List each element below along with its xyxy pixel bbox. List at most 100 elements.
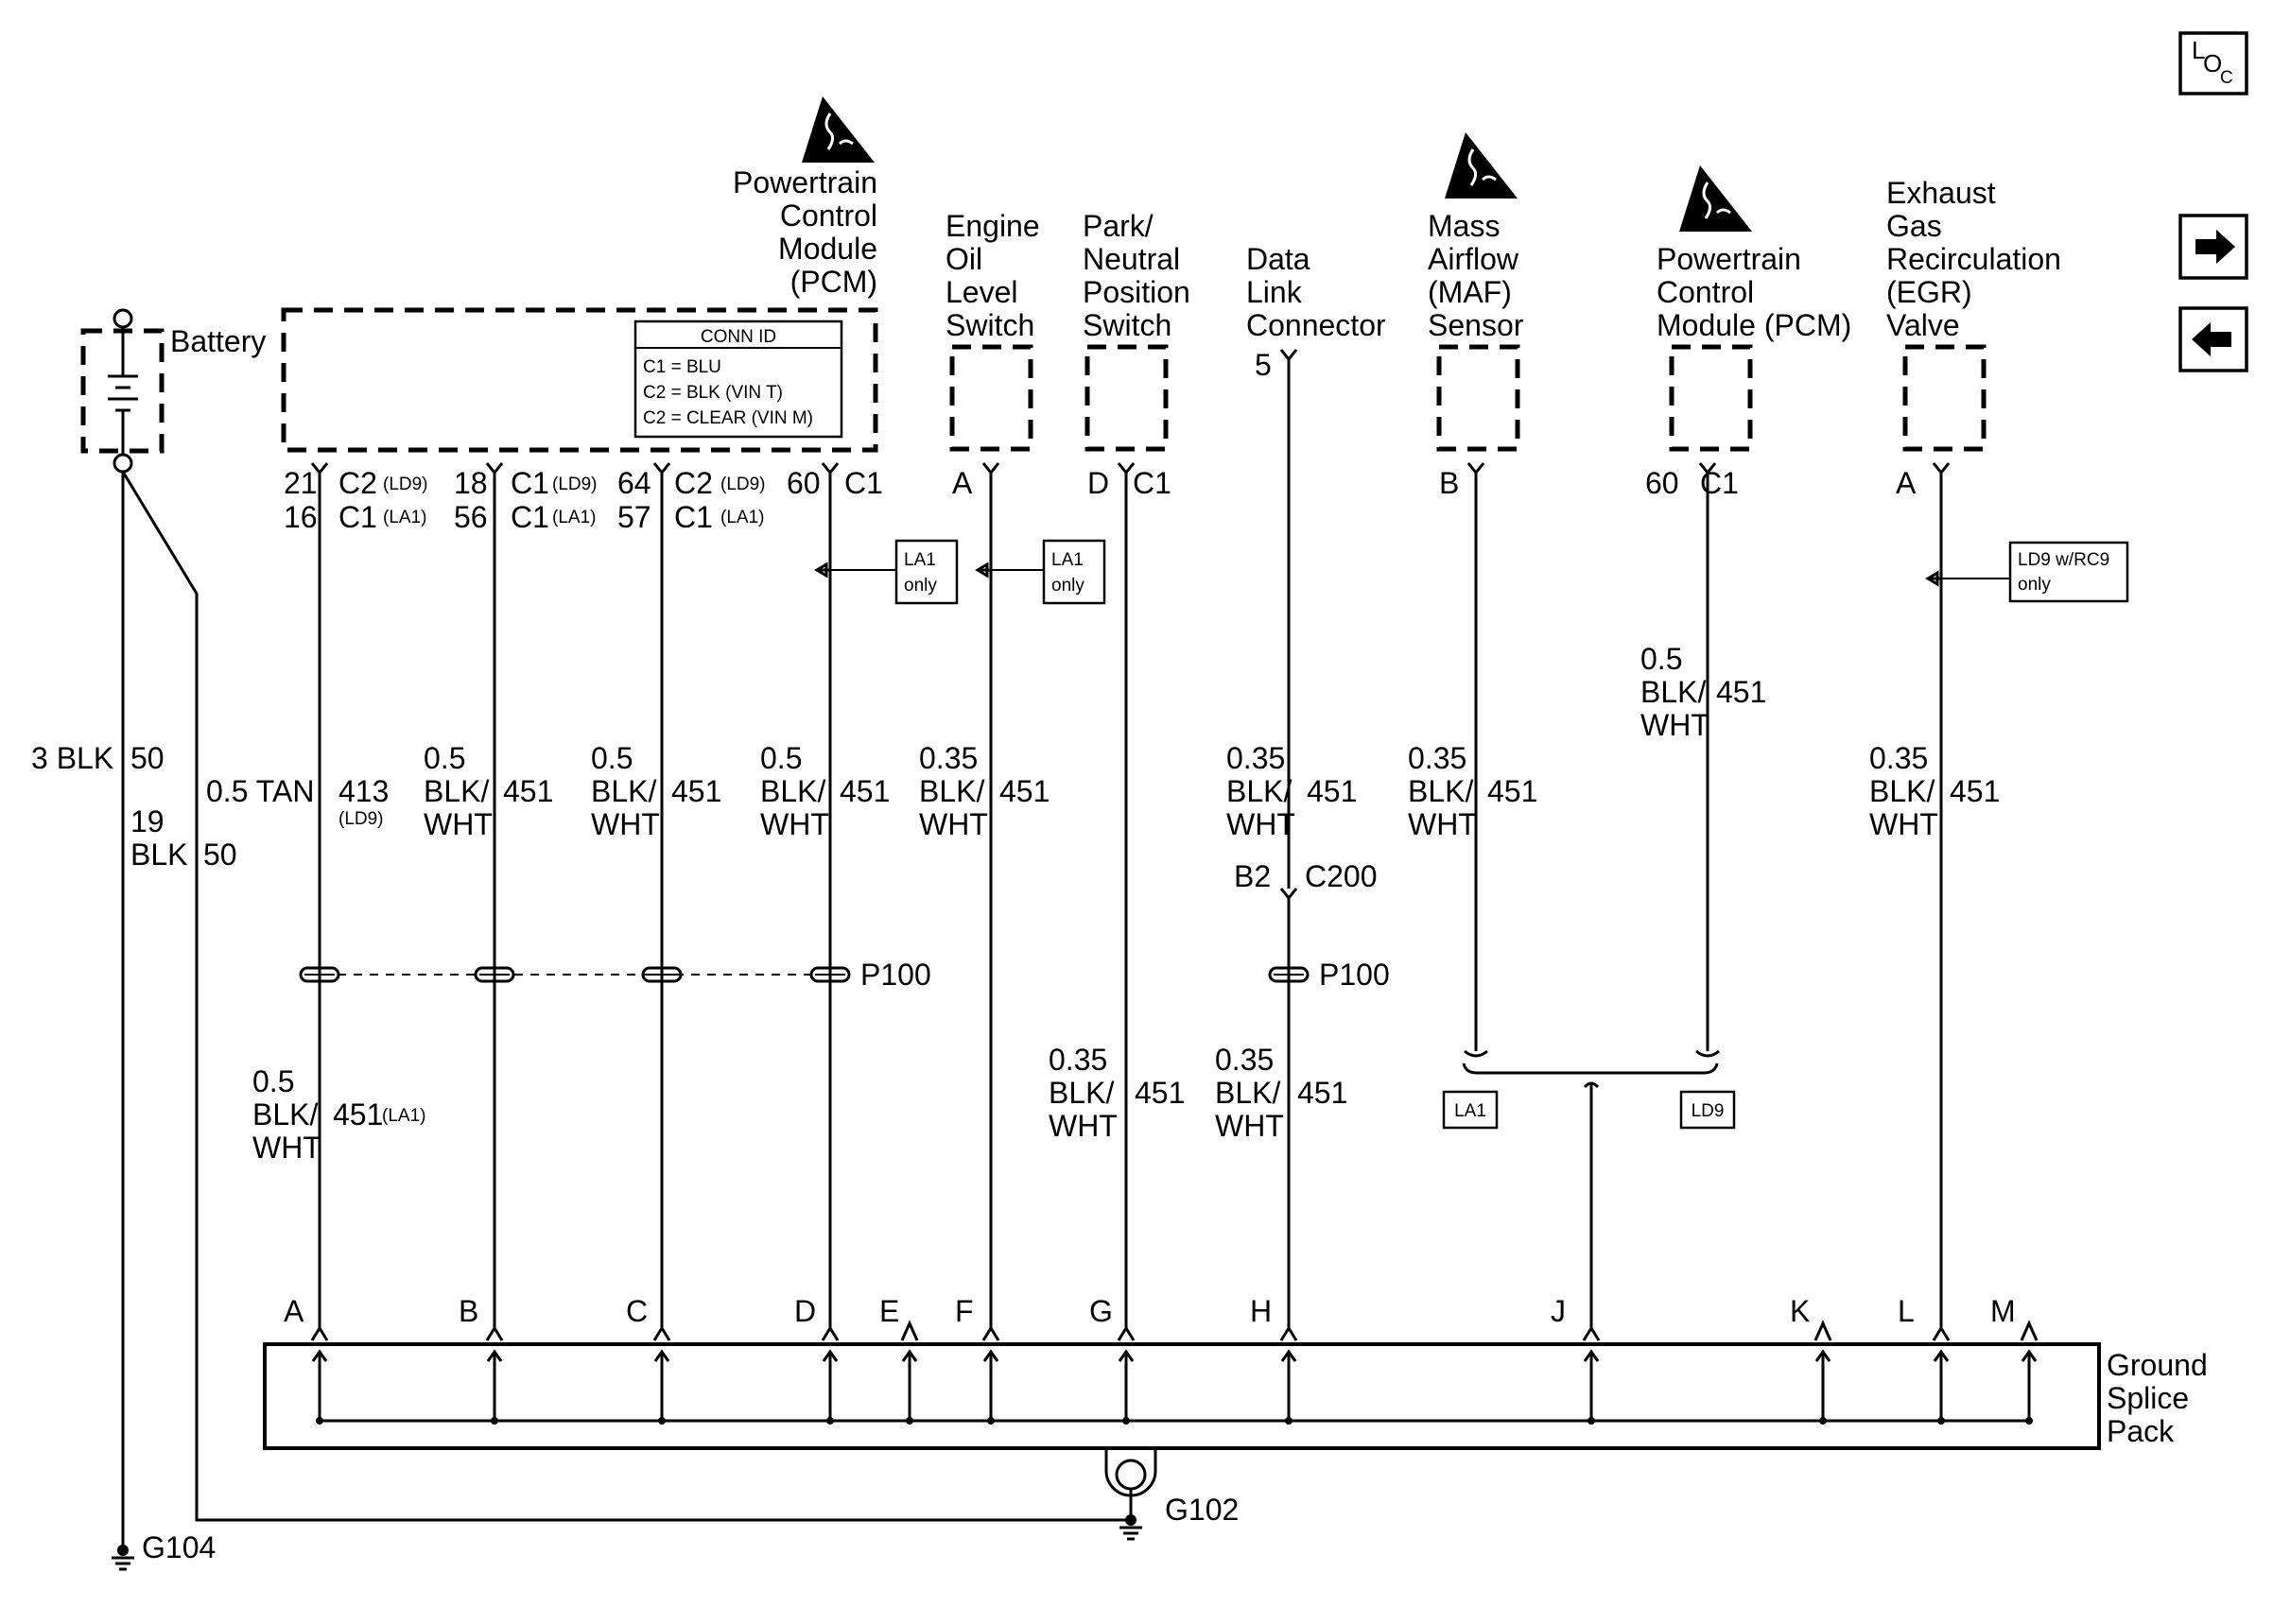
splice-pin-arrow: [486, 1349, 503, 1421]
svg-text:0.35: 0.35: [919, 741, 978, 775]
wire-label-h: 0.35 BLK/ WHT 451: [1226, 741, 1357, 841]
splice-terminal-icon: [821, 1325, 840, 1341]
svg-text:D: D: [1087, 466, 1109, 500]
svg-text:C2: C2: [674, 466, 713, 500]
svg-text:(LD9): (LD9): [383, 475, 428, 494]
esd-icon: [802, 96, 875, 163]
svg-text:21: 21: [284, 466, 318, 500]
svg-text:451: 451: [333, 1097, 383, 1132]
svg-text:451: 451: [1950, 774, 2000, 808]
svg-text:WHT: WHT: [424, 807, 493, 841]
splice-pin-arrow: [901, 1349, 918, 1421]
svg-text:WHT: WHT: [919, 807, 988, 841]
svg-text:(LD9): (LD9): [720, 475, 766, 494]
wire-label-h-lower: 0.35 BLK/ WHT 451: [1215, 1043, 1347, 1143]
oil-level-switch-label: Engine Oil Level Switch: [946, 209, 1040, 342]
svg-text:(LA1): (LA1): [552, 508, 596, 527]
esd-icon: [1679, 165, 1752, 232]
svg-text:C1: C1: [844, 466, 883, 500]
svg-text:Engine: Engine: [946, 209, 1040, 243]
svg-text:Recirculation: Recirculation: [1886, 242, 2061, 276]
svg-text:WHT: WHT: [1640, 708, 1709, 742]
svg-text:(PCM): (PCM): [790, 265, 877, 299]
loc-icon-l: L: [2192, 36, 2205, 64]
svg-text:64: 64: [617, 466, 651, 500]
svg-text:(MAF): (MAF): [1428, 275, 1512, 309]
splice-pin-label: E: [879, 1294, 899, 1328]
svg-text:Connector: Connector: [1246, 308, 1386, 342]
splice-pin-label: H: [1250, 1294, 1272, 1328]
svg-text:Module (PCM): Module (PCM): [1657, 308, 1851, 342]
svg-text:C1: C1: [674, 500, 713, 534]
option-la1-box: LA1: [1442, 1090, 1499, 1130]
svg-text:C2: C2: [338, 466, 377, 500]
svg-text:BLK/: BLK/: [1215, 1076, 1280, 1110]
svg-text:WHT: WHT: [1049, 1109, 1118, 1143]
conn-id-table: CONN ID C1 = BLU C2 = BLK (VIN T) C2 = C…: [633, 320, 843, 439]
splice-bus-node: [2025, 1417, 2033, 1425]
wires: [121, 349, 1951, 1550]
svg-text:0.5: 0.5: [252, 1064, 294, 1098]
svg-text:WHT: WHT: [591, 807, 660, 841]
svg-text:WHT: WHT: [252, 1131, 321, 1165]
svg-text:5: 5: [1255, 348, 1272, 382]
svg-text:18: 18: [454, 466, 488, 500]
svg-text:BLK/: BLK/: [1226, 774, 1292, 808]
svg-text:451: 451: [1307, 774, 1357, 808]
wire-label-l: 0.35 BLK/ WHT 451: [1869, 741, 2000, 841]
splice-bus-node: [1122, 1417, 1130, 1425]
svg-text:BLK: BLK: [130, 838, 187, 872]
svg-text:Module: Module: [778, 232, 877, 266]
splice-terminal-icon: [1813, 1320, 1832, 1341]
svg-text:WHT: WHT: [1215, 1109, 1284, 1143]
svg-text:C1: C1: [511, 500, 549, 534]
svg-text:only: only: [1051, 576, 1084, 596]
splice-bus-node: [1285, 1417, 1293, 1425]
next-page-arrow-icon[interactable]: [2178, 214, 2248, 280]
splice-pin-label: D: [794, 1294, 816, 1328]
splice-pin-label: G: [1089, 1294, 1113, 1328]
wire-label-g-lower: 0.35 BLK/ WHT 451: [1049, 1043, 1185, 1143]
svg-text:451: 451: [503, 774, 553, 808]
svg-text:451: 451: [1297, 1076, 1347, 1110]
svg-text:0.5: 0.5: [424, 741, 465, 775]
svg-text:16: 16: [284, 500, 318, 534]
svg-text:0.5: 0.5: [1640, 642, 1682, 676]
loc-icon[interactable]: L O C: [2178, 31, 2248, 95]
splice-pin-label: B: [459, 1294, 478, 1328]
splice-pin-arrow: [1814, 1349, 1831, 1421]
svg-text:Gas: Gas: [1886, 209, 1942, 243]
svg-text:60: 60: [1645, 466, 1679, 500]
option-ld9-box: LD9: [1679, 1090, 1736, 1130]
ground-g104-label: G104: [142, 1530, 216, 1564]
prev-page-arrow-icon[interactable]: [2178, 306, 2248, 372]
svg-text:Powertrain: Powertrain: [1657, 242, 1801, 276]
svg-text:Switch: Switch: [946, 308, 1034, 342]
splice-pin-arrow: [982, 1349, 999, 1421]
svg-text:Level: Level: [946, 275, 1018, 309]
svg-text:C2 = CLEAR (VIN M): C2 = CLEAR (VIN M): [643, 408, 813, 428]
splice-bus-node: [1937, 1417, 1945, 1425]
battery-label: Battery: [170, 324, 266, 358]
svg-text:Ground: Ground: [2107, 1348, 2208, 1382]
svg-text:0.35: 0.35: [1869, 741, 1928, 775]
svg-text:LD9: LD9: [1692, 1101, 1725, 1121]
svg-text:57: 57: [617, 500, 651, 534]
svg-text:only: only: [2018, 575, 2051, 595]
svg-text:451: 451: [1487, 774, 1537, 808]
splice-pin-arrow: [1933, 1349, 1950, 1421]
svg-text:BLK/: BLK/: [760, 774, 825, 808]
svg-text:BLK/: BLK/: [1408, 774, 1473, 808]
wire-label-a-lower: 0.5 BLK/ WHT 451 (LA1): [252, 1064, 425, 1165]
svg-text:Neutral: Neutral: [1083, 242, 1180, 276]
egr-valve-box: [1902, 344, 1987, 452]
svg-text:451: 451: [1716, 675, 1766, 709]
wire-label-pcm2: 0.5 BLK/ WHT 451: [1640, 642, 1766, 742]
wire-label-battery: 3 BLK 50 19 BLK 50: [31, 741, 237, 872]
splice-pin-arrow: [1583, 1349, 1600, 1421]
oil-level-switch-box: [949, 344, 1033, 452]
svg-text:Data: Data: [1246, 242, 1310, 276]
svg-text:BLK/: BLK/: [1049, 1076, 1114, 1110]
splice-terminal-icon: [652, 1325, 671, 1341]
